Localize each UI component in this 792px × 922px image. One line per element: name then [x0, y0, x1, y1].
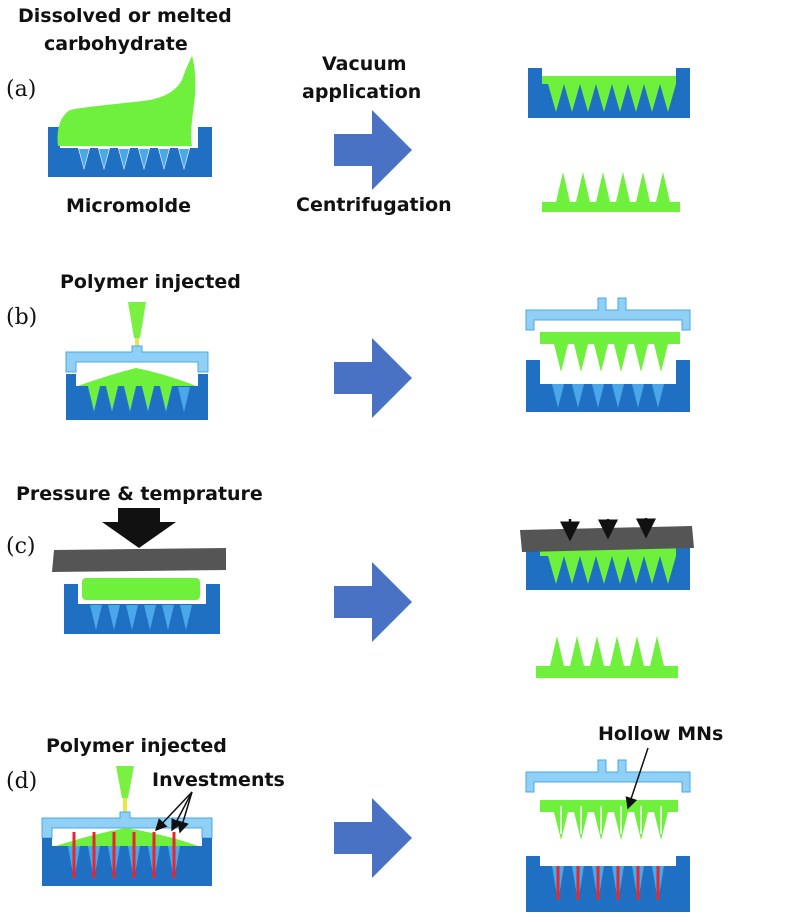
micromold-d-result — [526, 856, 690, 912]
carbohydrate-blob — [57, 56, 196, 146]
panel-a-top-text-2: carbohydrate — [44, 33, 188, 55]
panel-a: Dissolved or melted carbohydrate (a) Mic… — [6, 5, 690, 217]
injection-nozzle-d — [116, 766, 134, 798]
micromold-c — [64, 584, 220, 634]
mn-array-c — [536, 636, 678, 678]
mn-array-a — [542, 172, 680, 212]
polymer-sheet-c — [82, 578, 200, 600]
panel-b-top-text: Polymer injected — [60, 271, 241, 293]
process-arrow-d — [334, 798, 412, 878]
investments-pointers — [154, 791, 193, 834]
investment-pins-d — [72, 832, 176, 878]
panel-d-top-text: Polymer injected — [46, 735, 227, 757]
arrow-a-top-text-2: application — [302, 81, 421, 103]
panel-a-top-text-1: Dissolved or melted — [18, 5, 232, 27]
injection-stream-d — [123, 798, 127, 818]
hollow-mns-pointer — [625, 747, 649, 810]
micromold-b — [66, 374, 208, 420]
mold-lid-b — [65, 345, 209, 373]
process-arrow-b — [334, 338, 412, 418]
process-arrow-a — [334, 110, 412, 190]
hollow-mns-label: Hollow MNs — [598, 723, 723, 745]
investment-pins-d-result — [556, 866, 660, 900]
arrow-a-bottom-text: Centrifugation — [296, 194, 452, 216]
micromold-a — [48, 127, 212, 177]
panel-a-bottom-text: Micromolde — [66, 195, 191, 217]
press-plate-c — [52, 548, 226, 572]
injection-nozzle-b — [128, 302, 146, 338]
panel-b: Polymer injected (b) — [6, 271, 691, 420]
panel-c-label: (c) — [6, 534, 36, 559]
mn-array-b — [540, 332, 680, 372]
pressed-mold-c — [520, 518, 694, 590]
panel-b-label: (b) — [6, 305, 37, 330]
panel-c-top-text: Pressure & temprature — [16, 483, 263, 505]
mold-lid-d-result — [525, 759, 691, 793]
panel-a-label: (a) — [6, 77, 36, 102]
press-arrows-c-result — [560, 518, 656, 542]
panel-d-label: (d) — [6, 769, 37, 794]
press-arrow-c — [102, 508, 176, 548]
hollow-mn-array-d — [540, 800, 678, 840]
injected-polymer-b — [78, 368, 196, 410]
investments-label: Investments — [152, 769, 285, 791]
mold-lid-b-result — [525, 297, 691, 331]
process-arrow-c — [334, 562, 412, 642]
filled-mold-a — [528, 68, 690, 118]
arrow-a-top-text-1: Vacuum — [322, 53, 407, 75]
panel-c: Pressure & temprature (c) — [6, 483, 694, 678]
panel-d: Polymer injected (d) Investments Hollow … — [6, 723, 723, 912]
micromold-b-result — [526, 360, 690, 412]
micromold-d — [42, 828, 212, 886]
